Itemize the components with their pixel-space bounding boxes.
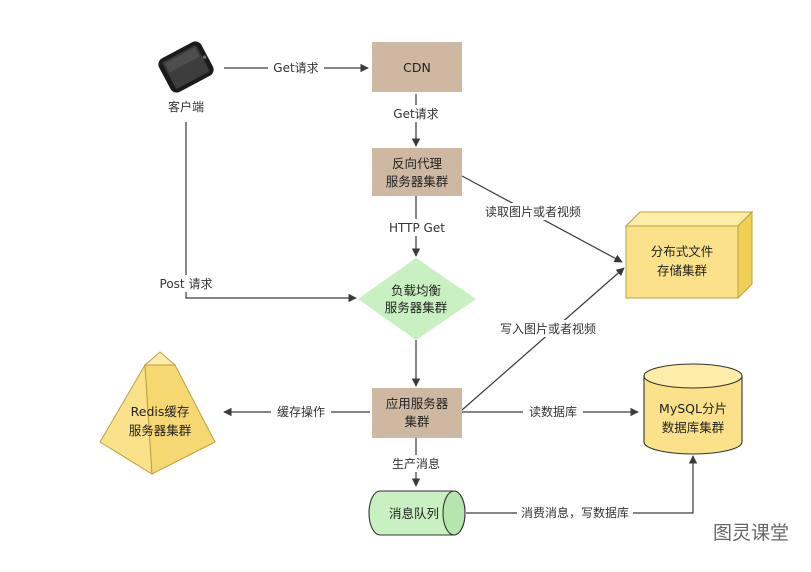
message-queue-node: 消息队列 <box>368 490 466 536</box>
dfs-node: 分布式文件 存储集群 <box>624 210 754 300</box>
edge-label-cdn-proxy: Get请求 <box>393 107 438 121</box>
mysql-cylinder-top <box>643 363 743 389</box>
app-server-label-2: 集群 <box>404 414 430 429</box>
edge-label-app-mysql: 读数据库 <box>529 404 577 419</box>
dfs-cube-side <box>737 210 753 300</box>
mq-cylinder-end <box>442 490 466 536</box>
load-balancer-label-2: 服务器集群 <box>385 300 448 315</box>
edge-label-client-cdn: Get请求 <box>273 61 318 75</box>
cdn-node: CDN <box>372 42 462 92</box>
cdn-label: CDN <box>403 60 431 75</box>
app-server-box <box>372 388 462 438</box>
client-node: 客户端 <box>158 41 214 114</box>
app-server-node: 应用服务器 集群 <box>372 388 462 438</box>
edge-label-proxy-lb: HTTP Get <box>389 221 445 235</box>
client-label: 客户端 <box>168 99 204 114</box>
app-server-label-1: 应用服务器 <box>386 396 449 411</box>
redis-face-left <box>99 363 153 475</box>
reverse-proxy-label-1: 反向代理 <box>392 156 443 171</box>
mysql-label-2: 数据库集群 <box>662 420 725 435</box>
load-balancer-diamond <box>358 258 476 340</box>
edge-label-app-redis: 缓存操作 <box>277 404 325 419</box>
redis-face-front <box>144 364 216 475</box>
load-balancer-label-1: 负载均衡 <box>391 283 441 298</box>
dfs-cube-front <box>625 225 739 299</box>
edge-label-app-dfs: 写入图片或者视频 <box>500 321 596 336</box>
dfs-cube-top <box>624 211 754 227</box>
mysql-label-1: MySQL分片 <box>659 401 727 416</box>
redis-label-1: Redis缓存 <box>131 404 190 419</box>
reverse-proxy-box <box>372 148 462 196</box>
edge-label-client-lb: Post 请求 <box>160 277 213 291</box>
edge-label-proxy-dfs: 读取图片或者视频 <box>485 204 581 219</box>
cdn-box <box>372 42 462 92</box>
dfs-label-2: 存储集群 <box>657 263 708 278</box>
redis-node: Redis缓存 服务器集群 <box>99 351 216 475</box>
redis-label-2: 服务器集群 <box>129 423 192 438</box>
mysql-cylinder-body <box>643 375 743 455</box>
reverse-proxy-node: 反向代理 服务器集群 <box>372 148 462 196</box>
edge-client-lb <box>185 122 357 303</box>
dfs-label-1: 分布式文件 <box>651 244 714 259</box>
load-balancer-node: 负载均衡 服务器集群 <box>358 258 476 340</box>
redis-face-top <box>143 351 177 366</box>
edge-label-app-mq: 生产消息 <box>392 456 440 471</box>
smartphone-icon <box>158 41 214 93</box>
watermark-text: 图灵课堂 <box>713 522 789 544</box>
mysql-node: MySQL分片 数据库集群 <box>643 363 743 455</box>
edge-label-mq-mysql: 消费消息，写数据库 <box>521 505 629 520</box>
message-queue-label: 消息队列 <box>389 506 439 521</box>
edge-app-dfs <box>461 267 625 411</box>
reverse-proxy-label-2: 服务器集群 <box>386 174 449 189</box>
